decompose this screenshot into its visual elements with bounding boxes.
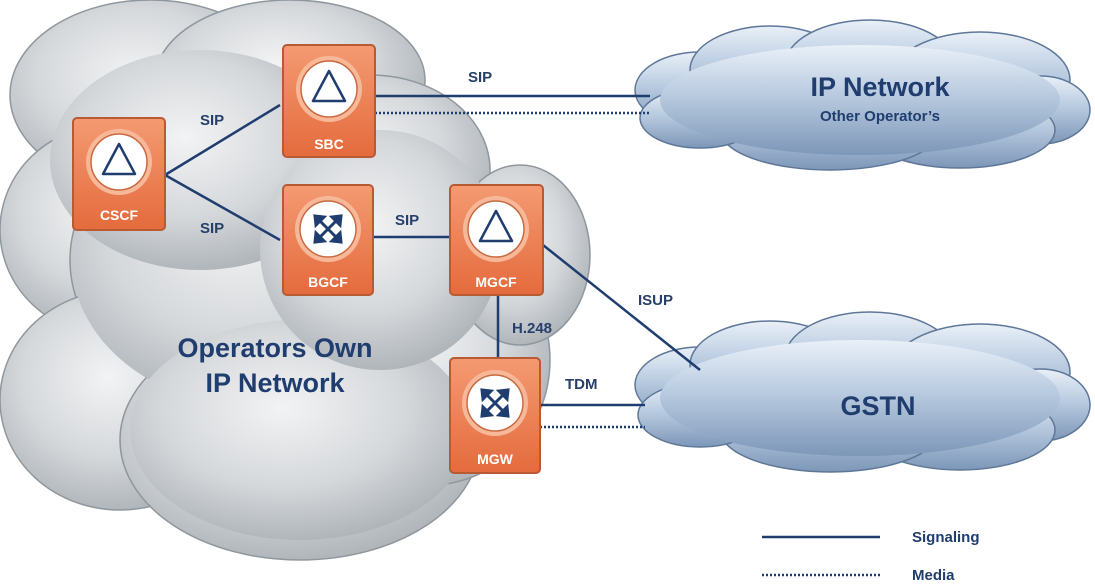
link-label-bgcf-mgcf: SIP	[395, 212, 419, 229]
link-label-cscf-sbc: SIP	[200, 112, 224, 129]
gstn-title: GSTN	[840, 391, 915, 421]
link-label-mgcf-gstn: ISUP	[638, 292, 673, 309]
node-label-mgw: MGW	[477, 451, 514, 467]
cross-arrows-icon	[313, 214, 343, 244]
link-labels: SIP SIP SIP SIP H.248 ISUP TDM	[200, 69, 673, 393]
triangle-icon	[311, 69, 347, 103]
node-mgcf[interactable]: MGCF	[449, 184, 544, 296]
ip-network-subtitle: Other Operator’s	[820, 108, 940, 125]
node-sbc[interactable]: SBC	[282, 44, 376, 158]
node-label-cscf: CSCF	[100, 207, 139, 223]
link-label-mgcf-mgw: H.248	[512, 320, 552, 337]
link-cscf-bgcf	[164, 173, 281, 242]
legend-signaling-label: Signaling	[912, 529, 980, 546]
legend-media-label: Media	[912, 567, 955, 584]
triangle-icon	[101, 142, 137, 176]
operator-cloud-title-line2: IP Network	[205, 368, 345, 398]
link-cscf-sbc	[164, 103, 281, 177]
triangle-icon	[478, 209, 514, 243]
link-label-cscf-bgcf: SIP	[200, 220, 224, 237]
cross-arrows-icon	[480, 388, 510, 418]
operator-cloud-title-line1: Operators Own	[177, 333, 372, 363]
node-cscf[interactable]: CSCF	[72, 117, 166, 231]
ip-network-cloud	[634, 19, 1091, 171]
node-bgcf[interactable]: BGCF	[282, 184, 374, 296]
node-label-sbc: SBC	[314, 136, 344, 152]
gstn-cloud	[634, 311, 1091, 473]
link-mgcf-gstn	[542, 244, 701, 371]
node-mgw[interactable]: MGW	[449, 357, 541, 474]
link-label-sbc-ipnet: SIP	[468, 69, 492, 86]
node-label-mgcf: MGCF	[475, 274, 517, 290]
legend: Signaling Media	[762, 529, 980, 584]
connections	[164, 94, 701, 429]
link-label-mgw-gstn: TDM	[565, 376, 598, 393]
node-label-bgcf: BGCF	[308, 274, 348, 290]
ip-network-title: IP Network	[810, 72, 950, 102]
